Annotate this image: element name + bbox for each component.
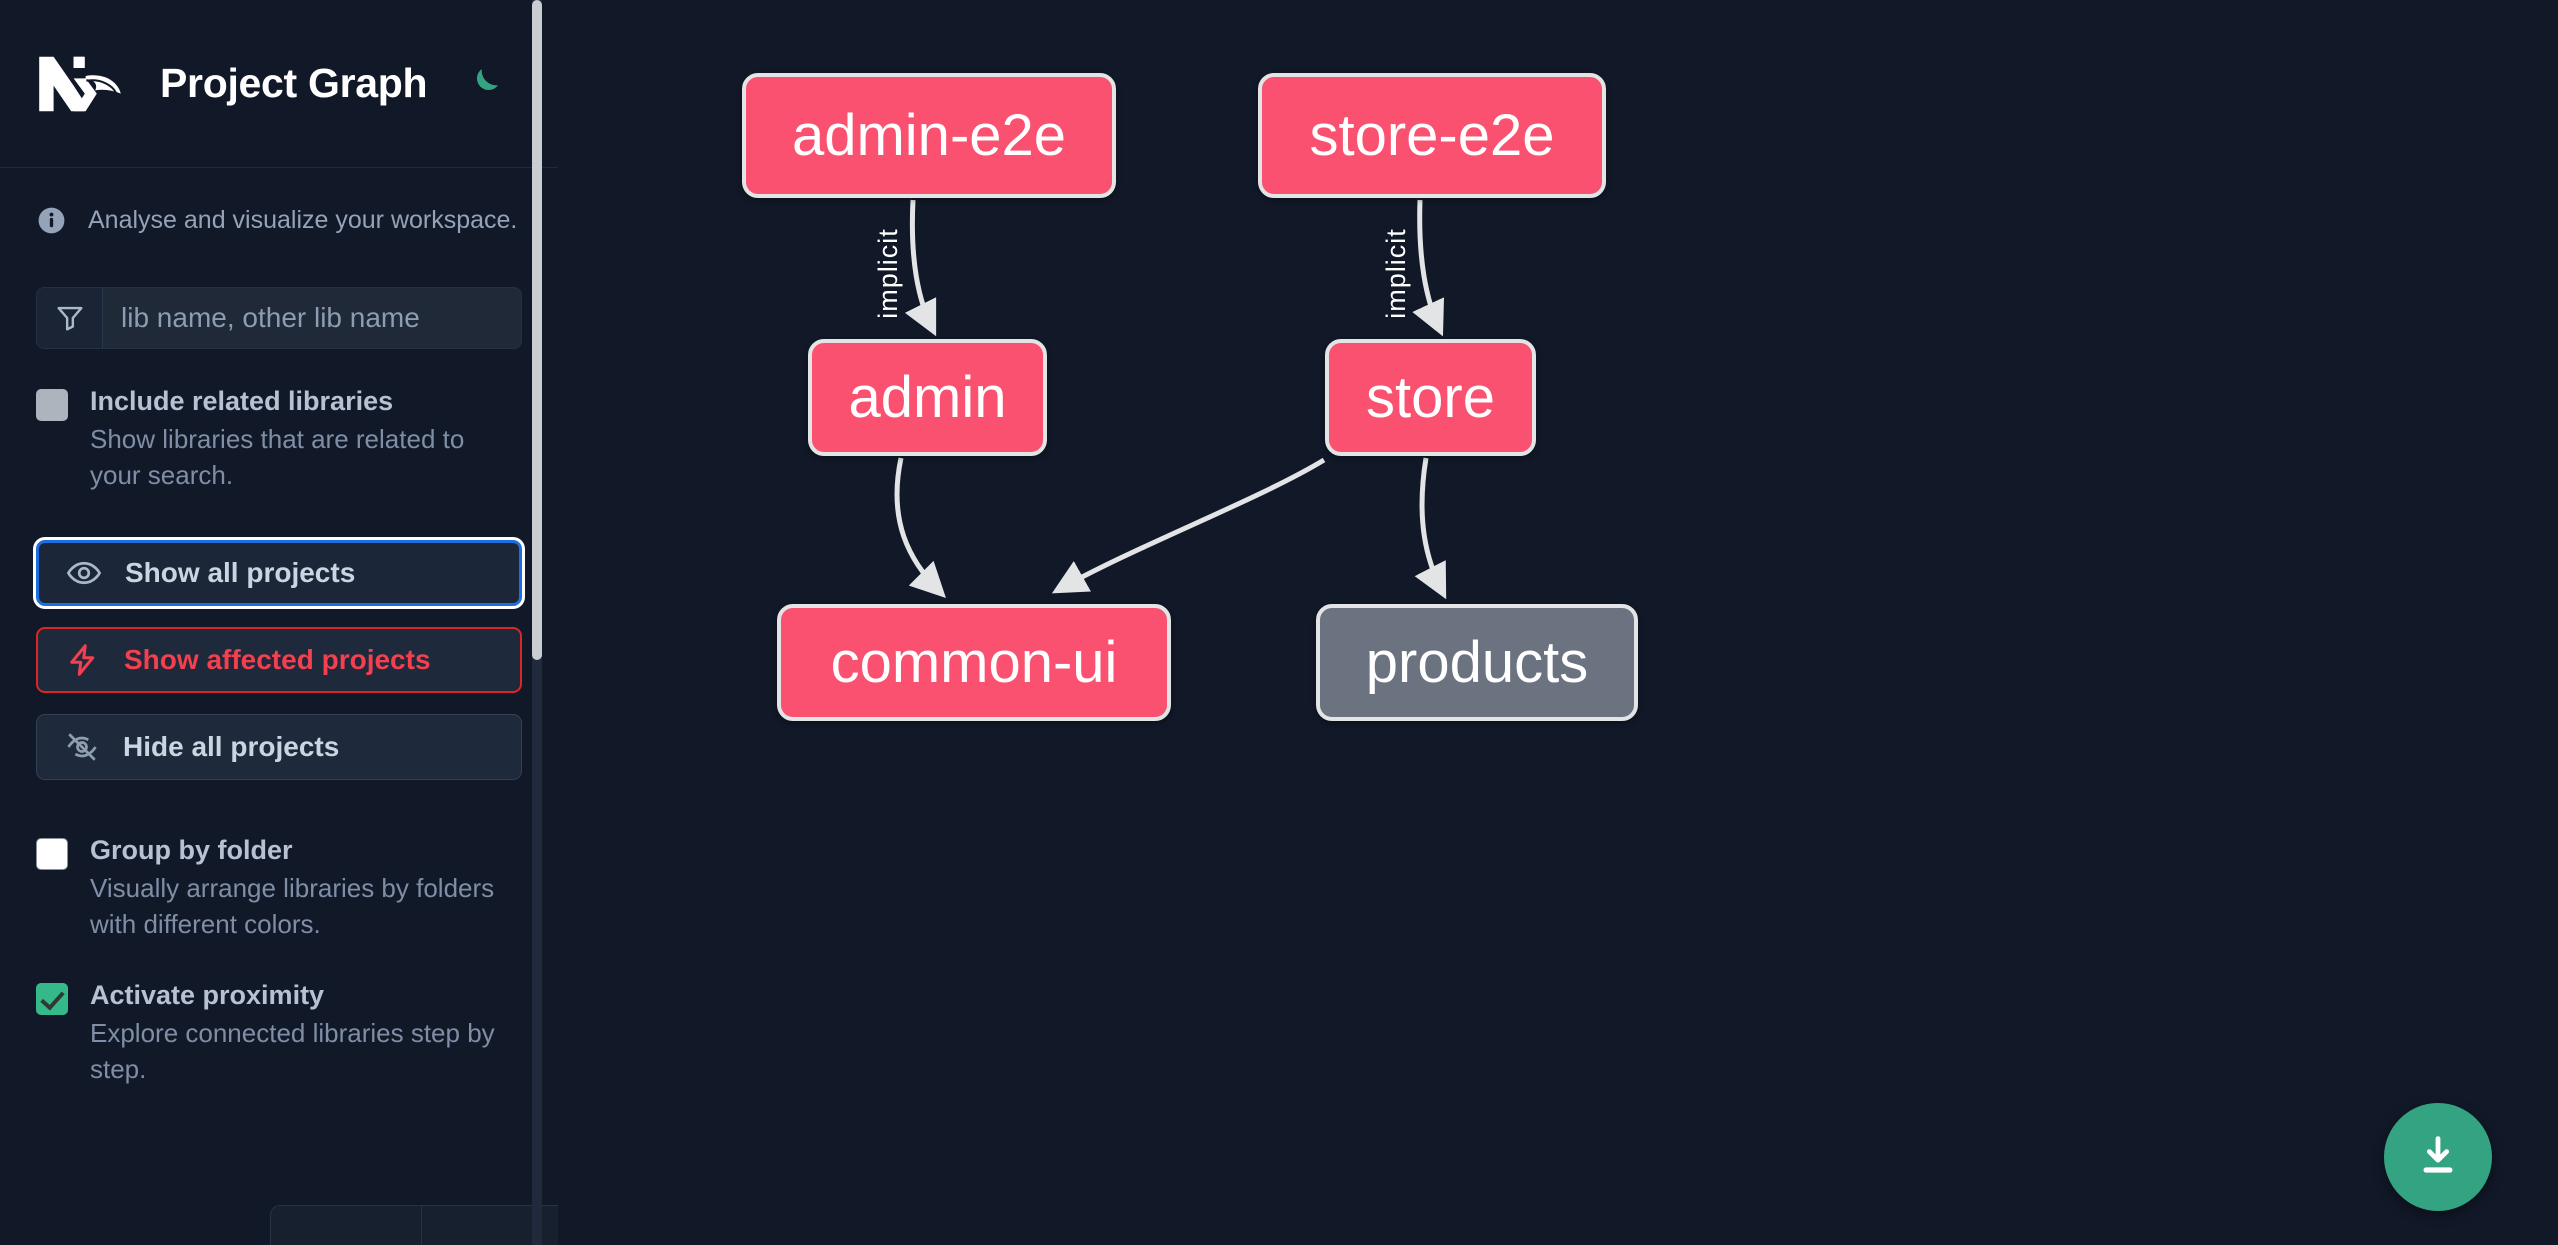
graph-node-products[interactable]: products — [1316, 604, 1638, 721]
show-affected-projects-label: Show affected projects — [124, 643, 431, 675]
graph-node-admin-e2e[interactable]: admin-e2e — [742, 73, 1116, 198]
hide-all-projects-label: Hide all projects — [123, 730, 340, 762]
lightning-bolt-icon — [64, 641, 102, 679]
checkbox-box[interactable] — [36, 837, 68, 870]
checkbox-box[interactable] — [36, 388, 68, 421]
sidebar: Project Graph Analyse and visualize your… — [0, 0, 558, 1245]
proximity-stepper-controls[interactable] — [270, 1205, 558, 1245]
moon-icon[interactable] — [461, 62, 505, 106]
hide-all-projects-button[interactable]: Hide all projects — [36, 713, 522, 780]
checkbox-include-related-libraries[interactable]: Include related libraries Show libraries… — [0, 349, 558, 494]
checkbox-description: Explore connected libraries step by step… — [90, 1018, 495, 1085]
graph-node-store-e2e[interactable]: store-e2e — [1258, 73, 1606, 198]
download-icon — [2423, 1136, 2453, 1173]
checkbox-description: Visually arrange libraries by folders wi… — [90, 873, 495, 939]
graph-node-common-ui[interactable]: common-ui — [777, 604, 1171, 721]
workspace-info-text: Analyse and visualize your workspace. — [88, 206, 518, 234]
checkbox-group-by-folder[interactable]: Group by folder Visually arrange librari… — [0, 780, 558, 943]
show-all-projects-label: Show all projects — [125, 556, 356, 588]
checkbox-label: Group by folder — [90, 834, 293, 865]
checkbox-activate-proximity[interactable]: Activate proximity Explore connected lib… — [0, 943, 558, 1088]
edge-label-store-implicit: implicit — [1380, 228, 1411, 319]
sidebar-scrollbar-thumb[interactable] — [532, 0, 542, 660]
project-action-buttons: Show all projects Show affected projects — [36, 539, 522, 780]
eye-icon — [65, 554, 103, 592]
filter-icon[interactable] — [37, 287, 103, 348]
nx-logo-icon — [36, 51, 132, 117]
edge-label-admin-implicit: implicit — [872, 228, 903, 319]
sidebar-header: Project Graph — [0, 0, 558, 168]
graph-node-admin[interactable]: admin — [808, 339, 1047, 456]
graph-canvas[interactable]: admin-e2e store-e2e admin store common-u… — [558, 0, 2558, 1245]
checkbox-box[interactable] — [36, 982, 68, 1015]
checkbox-description: Show libraries that are related to your … — [90, 423, 465, 490]
page-title: Project Graph — [160, 60, 428, 106]
checkbox-label: Include related libraries — [90, 385, 394, 416]
workspace-info: Analyse and visualize your workspace. — [0, 168, 558, 237]
search-input[interactable] — [103, 287, 521, 348]
download-image-button[interactable] — [2384, 1103, 2492, 1211]
info-circle-icon — [36, 205, 67, 236]
checkbox-label: Activate proximity — [90, 979, 325, 1010]
show-affected-projects-button[interactable]: Show affected projects — [36, 626, 522, 693]
graph-node-store[interactable]: store — [1325, 339, 1536, 456]
show-all-projects-button[interactable]: Show all projects — [36, 539, 522, 606]
search-field-wrapper — [36, 286, 522, 349]
eye-off-icon — [63, 728, 101, 766]
